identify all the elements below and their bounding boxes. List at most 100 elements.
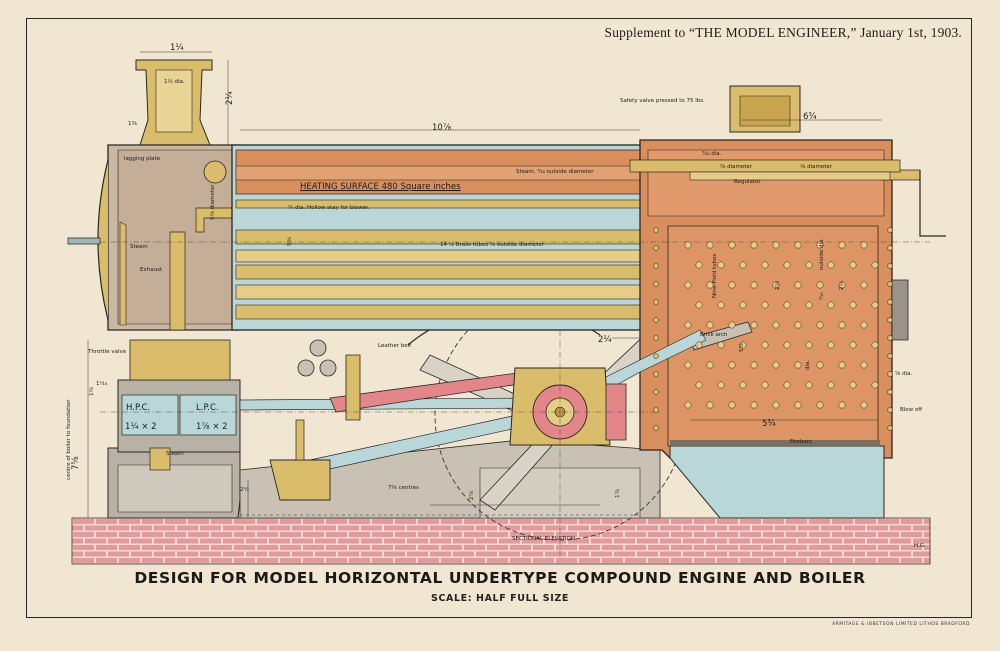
rivet (653, 317, 659, 323)
stay-end (750, 401, 758, 409)
drawing-border (26, 18, 972, 618)
stay-end (739, 381, 747, 389)
stay-end (750, 361, 758, 369)
stay-end (783, 341, 791, 349)
smokebox (67, 144, 241, 331)
stay-end (871, 301, 879, 309)
stay-end (794, 361, 802, 369)
chimney (135, 59, 213, 146)
stay-end (717, 261, 725, 269)
label-exhaust: Exhaust (140, 267, 163, 273)
rivet (887, 371, 893, 377)
dimension-lines (87, 51, 882, 518)
dim-chimney-height: 2¼ (225, 91, 235, 105)
rivet (653, 335, 659, 341)
label-throttle-valve: Throttle valve (88, 349, 127, 355)
rivet (653, 263, 659, 269)
stay-end (761, 261, 769, 269)
rivet (653, 371, 659, 377)
label-brick-arch: Brick arch (700, 332, 728, 338)
dim-barrel-dia: 5⅜ (287, 237, 293, 246)
stay-end (805, 301, 813, 309)
rivet (887, 317, 893, 323)
boiler-barrel (231, 144, 649, 331)
label-hollow-stay: ¼ dia. Hollow stay for blower. (288, 205, 370, 211)
stay-end (794, 281, 802, 289)
rivet (887, 263, 893, 269)
stay-end (849, 341, 857, 349)
stay-end (750, 281, 758, 289)
label-blow-off: Blow off (900, 407, 923, 413)
dim-arch: 5⅜ (739, 343, 745, 352)
rivet (887, 227, 893, 233)
rivet (653, 353, 659, 359)
dim-barrel-length: 10⅞ (432, 123, 452, 133)
stay-end (794, 321, 802, 329)
stay-end (706, 401, 714, 409)
regulator (629, 159, 901, 181)
label-hpc: H.P.C. (126, 403, 151, 413)
stay-end (695, 301, 703, 309)
stay-end (706, 361, 714, 369)
rivet (887, 353, 893, 359)
stay-end (849, 261, 857, 269)
scale-note: SCALE: HALF FULL SIZE (431, 593, 569, 604)
label-lpc: L.P.C. (196, 403, 219, 413)
rivet (887, 407, 893, 413)
stay-end (816, 241, 824, 249)
rivet (887, 245, 893, 251)
stay-end (794, 241, 802, 249)
stay-end (838, 321, 846, 329)
rivet (653, 425, 659, 431)
dim-cylinder-small: 1¹⁄₁₆ (96, 381, 108, 387)
stay-end (838, 361, 846, 369)
label-firebars: Firebars (790, 439, 812, 445)
stay-end (684, 241, 692, 249)
label-hp-bore: 1¼ × 2 (125, 422, 157, 432)
stay-end (750, 321, 758, 329)
stay-end (717, 301, 725, 309)
dim-base-c: 1⅞ (615, 489, 621, 498)
stay-end (728, 361, 736, 369)
rivet (653, 389, 659, 395)
stay-end (849, 301, 857, 309)
dim-base-b: 2⅞ (469, 491, 475, 500)
stay-end (761, 341, 769, 349)
rivet (887, 299, 893, 305)
stay-end (717, 381, 725, 389)
stay-end (849, 381, 857, 389)
centre-lines (100, 241, 930, 560)
stay-end (827, 341, 835, 349)
label-sectional-elevation: SECTIONAL ELEVATION (512, 536, 575, 542)
stay-end (684, 401, 692, 409)
stay-end (772, 321, 780, 329)
stay-end (684, 361, 692, 369)
label-steam-lower: Steam (166, 451, 184, 457)
stay-end (684, 281, 692, 289)
dim-chimney-width: 1¼ (170, 43, 184, 53)
label-outside-dia: outside dia. (819, 237, 825, 270)
stay-end (728, 401, 736, 409)
dim-left-stack: 1⅜ (89, 387, 95, 396)
stay-end (871, 381, 879, 389)
stay-end (772, 241, 780, 249)
stay-end (827, 381, 835, 389)
printer-imprint: ARMITAGE & IBBETSON LIMITED LITHOS BRADF… (832, 622, 970, 627)
label-steam-pipe: Steam, ⁵⁄₁₆ outside diameter (516, 169, 594, 175)
label-dia-right: ⅝ dia. (895, 371, 913, 377)
label-nine-field-tubes: Nine-Field tubes (712, 253, 718, 298)
stay-end (728, 241, 736, 249)
drafter-initials: H.G. (914, 543, 926, 549)
dim-base-left: 7⅝ (71, 456, 81, 470)
dim-firebox-top: 6¾ (803, 112, 817, 122)
stay-end (838, 281, 846, 289)
label-diam-c: ⅛ diameter (800, 164, 833, 170)
label-safety-valve: Safety valve pressed to 75 lbs. (620, 98, 705, 104)
stay-end (871, 341, 879, 349)
stay-end (827, 301, 835, 309)
stay-end (772, 401, 780, 409)
stay-end (860, 241, 868, 249)
stay-end (816, 281, 824, 289)
